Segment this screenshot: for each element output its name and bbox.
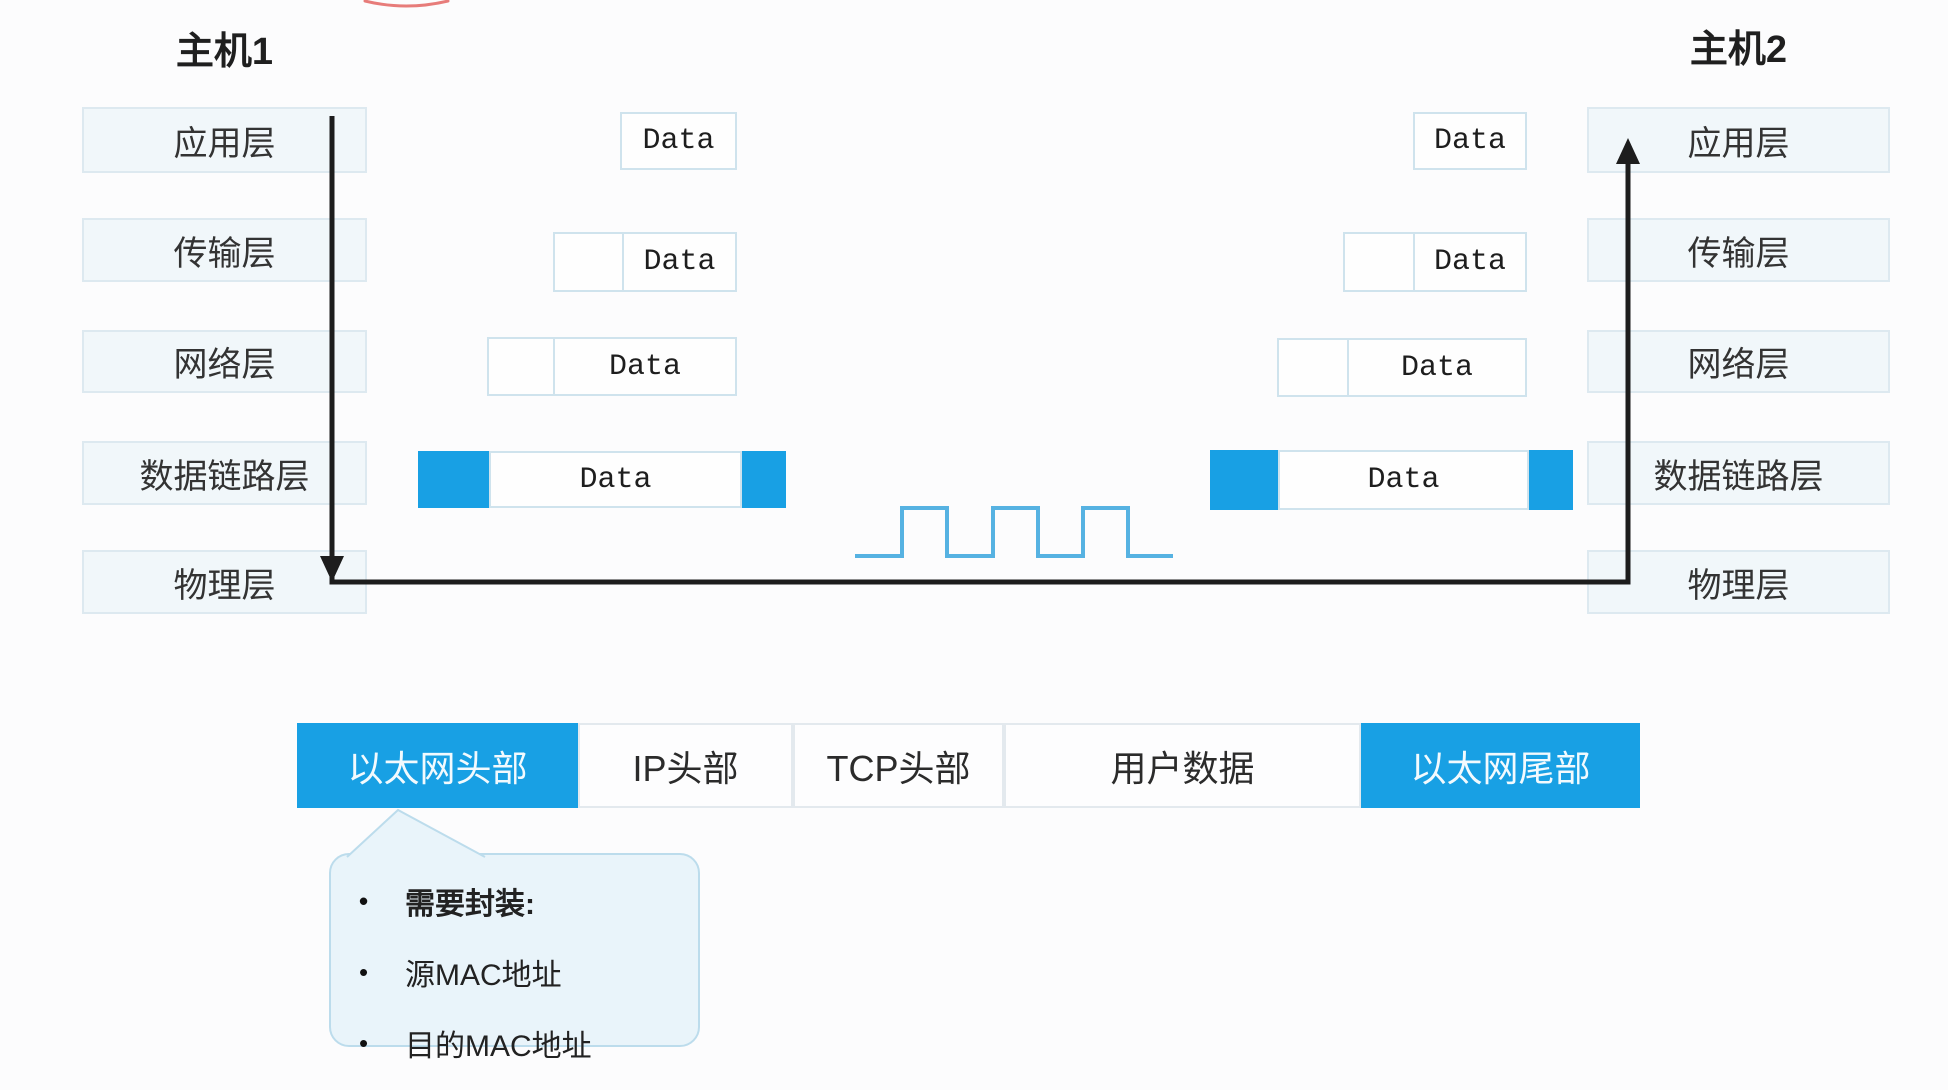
host1-layer-datalink: 数据链路层 bbox=[82, 441, 367, 505]
host2-layer-physical: 物理层 bbox=[1587, 550, 1890, 614]
host1-datalink-data-box: Data bbox=[489, 451, 742, 508]
bullet-icon: • bbox=[359, 1027, 369, 1058]
callout-item: • 需要封装: bbox=[359, 879, 680, 923]
host1-layer-physical: 物理层 bbox=[82, 550, 367, 614]
callout-item: • 目的MAC地址 bbox=[359, 1021, 680, 1065]
host2-pdu-application-label: Data bbox=[1433, 124, 1506, 158]
frame-segment-tcp-header: TCP头部 bbox=[793, 723, 1004, 808]
host1-network-header-box bbox=[487, 337, 553, 396]
host1-pdu-transport-label: Data bbox=[643, 245, 716, 279]
host1-layer-transport: 传输层 bbox=[82, 218, 367, 282]
frame-segment-ip-header: IP头部 bbox=[578, 723, 793, 808]
encapsulation-callout: • 需要封装: • 源MAC地址 • 目的MAC地址 bbox=[329, 853, 700, 1063]
signal-waveform bbox=[855, 506, 1173, 558]
host2-pdu-datalink: Data bbox=[1210, 450, 1573, 510]
ethernet-frame-bar: 以太网头部 IP头部 TCP头部 用户数据 以太网尾部 bbox=[297, 723, 1640, 808]
host2-network-data-box: Data bbox=[1347, 338, 1527, 397]
frame-segment-user-data: 用户数据 bbox=[1004, 723, 1361, 808]
host2-pdu-datalink-label: Data bbox=[1367, 463, 1440, 497]
host1-ethernet-header-block bbox=[418, 451, 489, 508]
host1-pdu-network: Data bbox=[487, 337, 737, 396]
host2-pdu-transport: Data bbox=[1343, 232, 1527, 292]
callout-item-text: 源MAC地址 bbox=[405, 959, 562, 992]
host1-pdu-application-label: Data bbox=[642, 124, 715, 158]
host1-title: 主机1 bbox=[175, 31, 274, 73]
host2-datalink-data-box: Data bbox=[1278, 450, 1529, 510]
host2-layer-network: 网络层 bbox=[1587, 330, 1890, 393]
host2-network-header-box bbox=[1277, 338, 1347, 397]
host1-pdu-application: Data bbox=[620, 112, 737, 170]
host2-pdu-transport-label: Data bbox=[1433, 245, 1506, 279]
host2-transport-data-box: Data bbox=[1413, 232, 1527, 292]
host1-layer-application: 应用层 bbox=[82, 107, 367, 173]
callout-item: • 源MAC地址 bbox=[359, 950, 680, 994]
host1-layer-network: 网络层 bbox=[82, 330, 367, 393]
host1-pdu-network-label: Data bbox=[608, 349, 681, 384]
callout-item-text: 目的MAC地址 bbox=[405, 1030, 592, 1063]
bullet-icon: • bbox=[359, 885, 369, 916]
bullet-icon: • bbox=[359, 956, 369, 987]
callout-tail bbox=[346, 808, 486, 858]
host1-pdu-datalink-label: Data bbox=[579, 462, 652, 497]
frame-segment-ethernet-trailer: 以太网尾部 bbox=[1361, 723, 1640, 808]
host2-ethernet-header-block bbox=[1210, 450, 1278, 510]
host2-title: 主机2 bbox=[1689, 29, 1788, 71]
host2-pdu-network: Data bbox=[1277, 338, 1527, 397]
red-annotation-arc bbox=[363, 0, 450, 8]
host2-pdu-network-label: Data bbox=[1400, 350, 1473, 385]
host2-ethernet-trailer-block bbox=[1529, 450, 1573, 510]
host2-layer-transport: 传输层 bbox=[1587, 218, 1890, 282]
frame-segment-ethernet-header: 以太网头部 bbox=[297, 723, 578, 808]
host2-layer-datalink: 数据链路层 bbox=[1587, 441, 1890, 505]
host1-pdu-datalink: Data bbox=[418, 451, 786, 508]
host1-transport-data-box: Data bbox=[622, 232, 737, 292]
host2-transport-header-box bbox=[1343, 232, 1413, 292]
host1-pdu-transport: Data bbox=[553, 232, 737, 292]
host1-network-data-box: Data bbox=[553, 337, 737, 396]
host1-transport-header-box bbox=[553, 232, 622, 292]
host2-layer-application: 应用层 bbox=[1587, 107, 1890, 173]
host2-pdu-application: Data bbox=[1413, 112, 1527, 170]
callout-item-text: 需要封装: bbox=[405, 888, 535, 921]
host1-ethernet-trailer-block bbox=[742, 451, 786, 508]
